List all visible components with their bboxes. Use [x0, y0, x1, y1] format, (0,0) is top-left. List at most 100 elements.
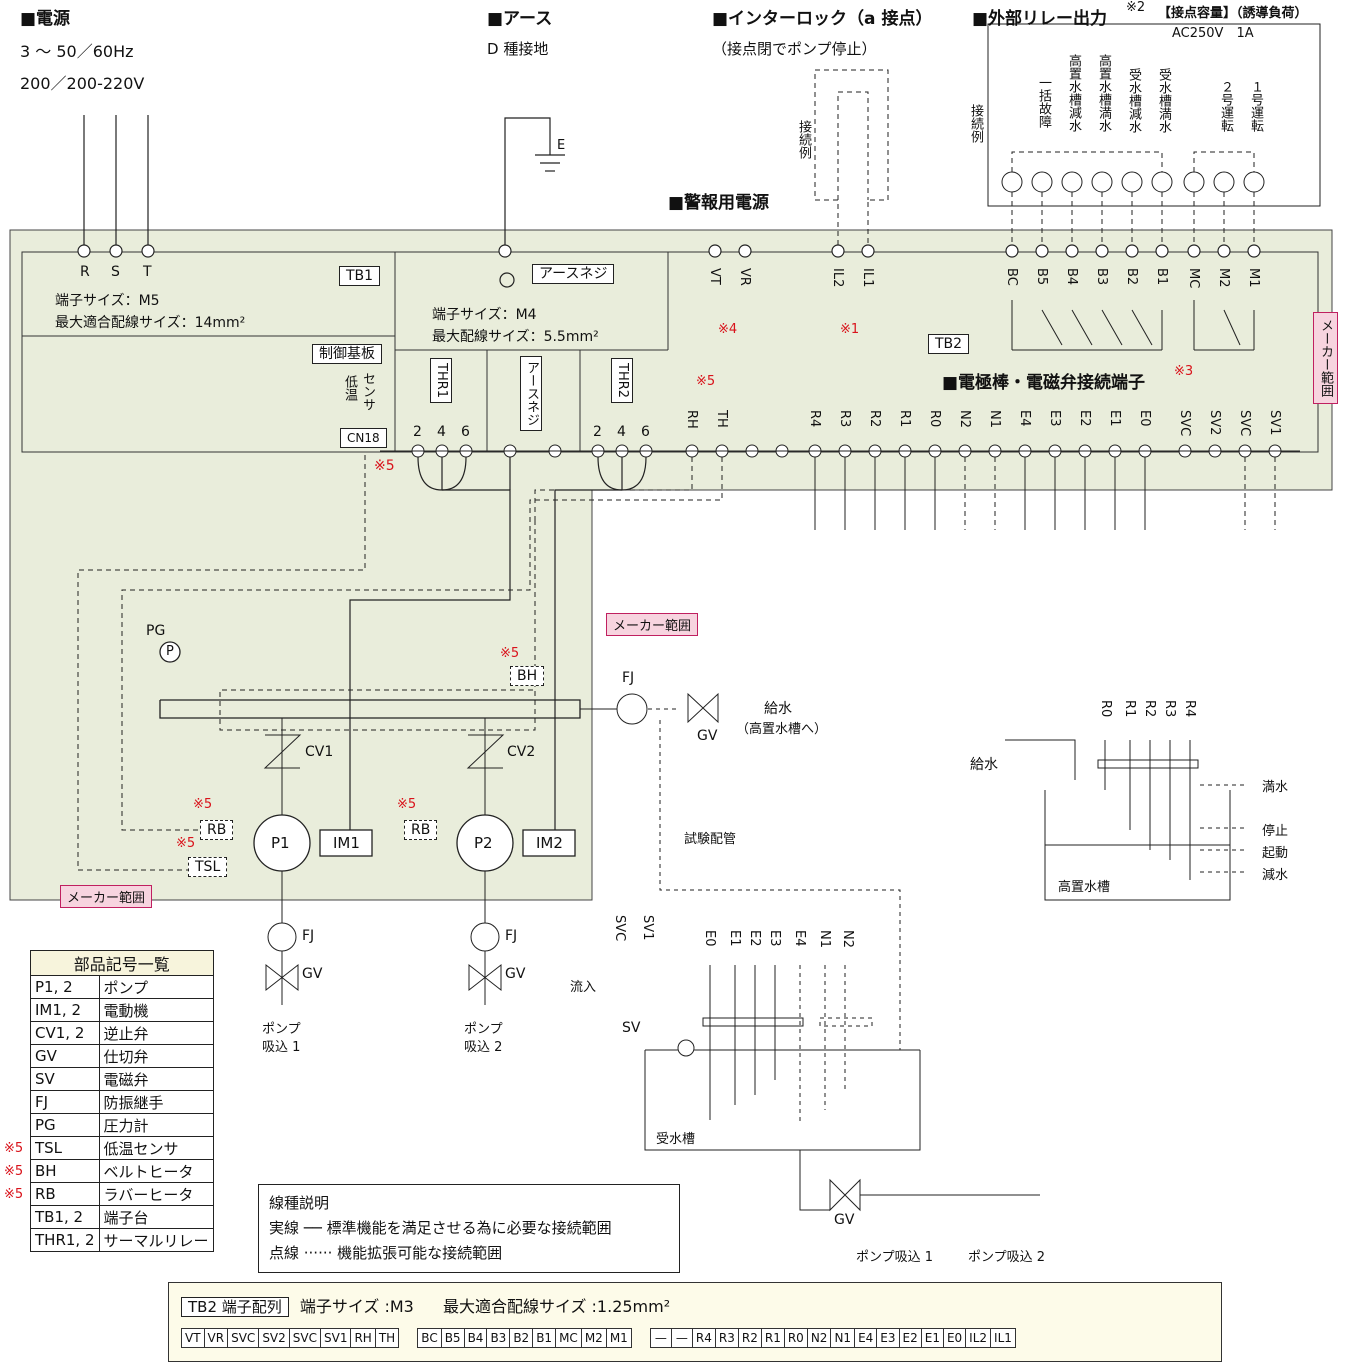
power-title: ■電源 — [20, 9, 71, 29]
terminal-b5: B5 — [1034, 268, 1049, 286]
tb2-cell: R3 — [714, 1328, 739, 1348]
terminal-e4: E4 — [1017, 410, 1032, 427]
suction1-label-a: ポンプ — [262, 1022, 301, 1037]
tb2-cell: R0 — [783, 1328, 808, 1348]
terminal-r2: R2 — [867, 410, 882, 428]
power-spec-2: 200／200-220V — [20, 74, 145, 93]
lower-electrode-e1: E1 — [727, 930, 742, 947]
terminal-r4: R4 — [807, 410, 822, 428]
parts-desc: 防振継手 — [98, 1090, 214, 1114]
upper-tank-label: 高置水槽 — [1058, 880, 1111, 895]
relay-label-upper-low: 高置水槽減水 — [1066, 54, 1081, 132]
terminal-svc-a: SVC — [1177, 410, 1192, 437]
cv2-label: CV2 — [507, 744, 536, 760]
upper-electrode-r2: R2 — [1142, 700, 1157, 718]
thr1-label: THR1 — [430, 358, 452, 404]
lower-electrode-e4: E4 — [792, 930, 807, 947]
terminal-r0: R0 — [927, 410, 942, 428]
tb2-cell: E4 — [854, 1328, 878, 1348]
upper-level-full: 満水 — [1262, 780, 1289, 795]
terminal-n2: N2 — [957, 410, 972, 428]
sensor-label: センサ — [360, 372, 375, 411]
terminal-e1: E1 — [1107, 410, 1122, 427]
thr2-label: THR2 — [611, 358, 633, 404]
rb1-label: RB — [200, 820, 234, 840]
maker-scope-right: メーカー範囲 — [1313, 312, 1338, 404]
gv-supply-label: GV — [697, 728, 718, 744]
tb2-cell: B2 — [509, 1328, 534, 1348]
parts-code: PG — [30, 1113, 100, 1137]
parts-code: TB1, 2 — [30, 1205, 100, 1229]
tb1-label: TB1 — [339, 266, 381, 286]
lower-electrode-n1: N1 — [817, 930, 832, 948]
tb2-cell: E3 — [876, 1328, 900, 1348]
earth-max-wire: 最大配線サイズ：5.5mm² — [432, 329, 599, 345]
test-pipe-label: 試験配管 — [684, 832, 737, 847]
interlock-title: ■インターロック（a 接点） — [712, 9, 933, 29]
parts-code: THR1, 2 — [30, 1228, 100, 1252]
tb2-cell: B3 — [486, 1328, 511, 1348]
relay-rating: AC250V 1A — [1172, 26, 1254, 41]
tb2-arrangement: TB2 端子配列 端子サイズ :M3 最大適合配線サイズ :1.25mm² VT… — [168, 1282, 1222, 1362]
thr1-terminal-2: 2 — [413, 424, 422, 440]
tb2-cell: R1 — [760, 1328, 785, 1348]
lower-electrode-n2: N2 — [840, 930, 855, 948]
tb2-cell: — — [670, 1328, 693, 1348]
relay-label-upper-full: 高置水槽満水 — [1096, 54, 1111, 132]
terminal-b2: B2 — [1124, 268, 1139, 286]
thr2-terminal-2: 2 — [593, 424, 602, 440]
alarm-note: ※4 — [718, 322, 738, 337]
parts-desc: 逆止弁 — [98, 1021, 214, 1045]
rb1-note: ※5 — [193, 797, 213, 812]
parts-code: FJ — [30, 1090, 100, 1114]
pg-symbol: P — [166, 644, 174, 659]
fj1-label: FJ — [302, 928, 315, 944]
terminal-n1: N1 — [987, 410, 1002, 428]
tb2-terminal-size: 端子サイズ :M3 — [299, 1297, 414, 1316]
line-legend: 線種説明 実線 ── 標準機能を満足させる為に必要な接続範囲 点線 ······… — [258, 1184, 680, 1273]
tb2-cell: IL2 — [965, 1328, 992, 1348]
pump2-label: P2 — [474, 834, 493, 852]
terminal-il2: IL2 — [830, 268, 845, 288]
tb2-cell: SVC — [227, 1328, 260, 1348]
legend-solid: 実線 ── 標準機能を満足させる為に必要な接続範囲 — [269, 1219, 612, 1237]
terminal-bc: BC — [1004, 268, 1019, 286]
parts-desc: サーマルリレー — [98, 1228, 214, 1252]
pg-label: PG — [146, 623, 166, 639]
tb2-cell: B1 — [532, 1328, 557, 1348]
tsl-note: ※5 — [176, 836, 196, 851]
tb2-cell: R4 — [691, 1328, 716, 1348]
pump-suction-1: ポンプ吸込 1 — [856, 1250, 934, 1265]
tb2-cell: RH — [350, 1328, 376, 1348]
parts-desc: 端子台 — [98, 1205, 214, 1229]
tb2-cell: MC — [555, 1328, 582, 1348]
supply-water-label: 給水 — [764, 701, 792, 717]
tb2-cell: E2 — [898, 1328, 922, 1348]
tb2-cell: N1 — [830, 1328, 856, 1348]
parts-desc: 電動機 — [98, 998, 214, 1022]
bh-label: BH — [510, 666, 545, 686]
relay-label-run1: １号運転 — [1248, 80, 1263, 132]
maker-scope-left: メーカー範囲 — [60, 885, 153, 908]
parts-desc: 電磁弁 — [98, 1067, 214, 1091]
terminal-il1: IL1 — [860, 268, 875, 288]
motor1-label: IM1 — [333, 834, 360, 852]
thr1-terminal-4: 4 — [437, 424, 446, 440]
parts-code: IM1, 2 — [30, 998, 100, 1022]
gv1-label: GV — [302, 966, 323, 982]
thr1-terminal-6: 6 — [461, 424, 470, 440]
sv-terminal-sv1: SV1 — [640, 915, 655, 941]
terminal-vt: VT — [707, 268, 722, 285]
relay-note: ※2 — [1126, 0, 1146, 15]
tb2-cell: IL1 — [990, 1328, 1016, 1348]
tb1-terminal-size: 端子サイズ：M5 — [55, 293, 160, 309]
lower-electrode-e0: E0 — [702, 930, 717, 947]
relay-label-lower-low: 受水槽減水 — [1126, 68, 1141, 133]
parts-table-header: 部品記号一覧 — [30, 950, 214, 976]
suction2-label-b: 吸込 2 — [464, 1040, 503, 1055]
parts-desc: 低温センサ — [98, 1136, 214, 1160]
fj-supply-label: FJ — [622, 670, 635, 686]
rb2-note: ※5 — [397, 797, 417, 812]
terminal-r3: R3 — [837, 410, 852, 428]
